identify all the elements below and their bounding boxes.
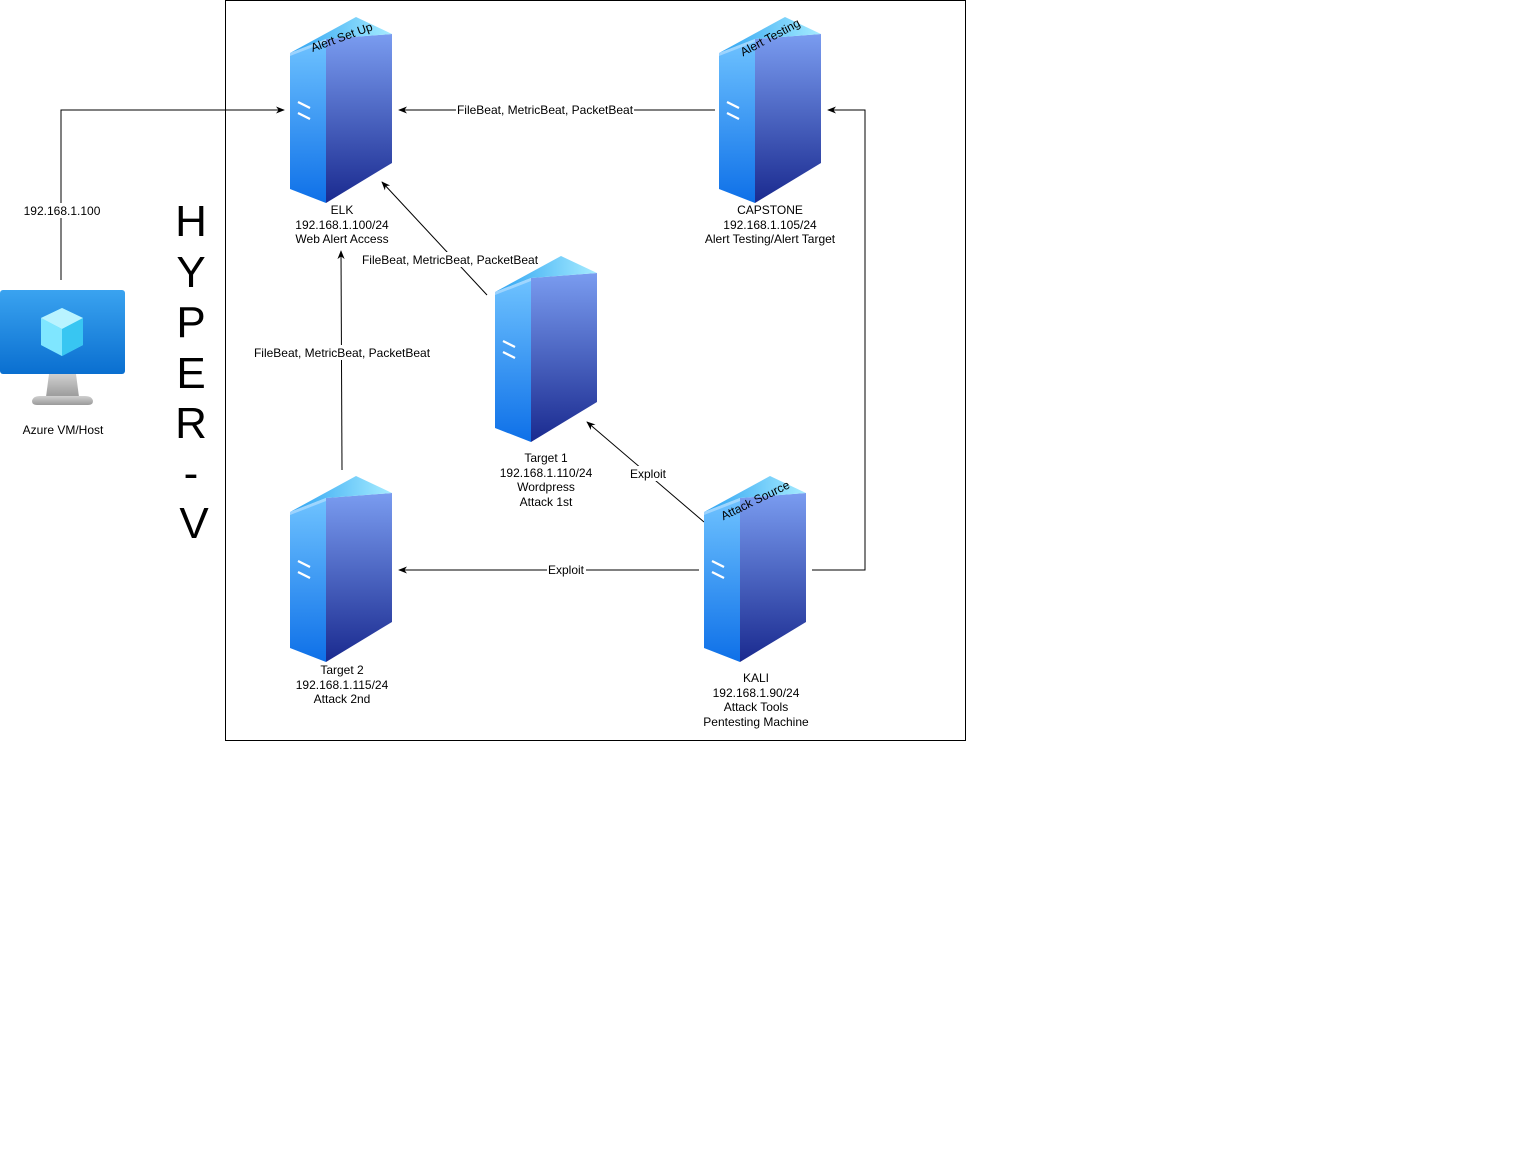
edge-label: FileBeat, MetricBeat, PacketBeat [254,346,431,360]
edge-target2-to-elk: FileBeat, MetricBeat, PacketBeat [253,250,431,471]
server-icon [493,254,599,444]
server-role: Web Alert Access [295,232,389,246]
server-name: Target 1 [524,451,568,465]
server-role: Attack Tools [723,700,789,714]
hyperv-letter: - [184,449,199,498]
server-caption-target1: Target 1 192.168.1.110/24 Wordpress Atta… [500,451,593,509]
edge-label: Exploit [548,563,585,577]
server-ip: 192.168.1.100/24 [295,217,389,232]
server-role: Attack 2nd [313,692,371,706]
server-ip: 192.168.1.110/24 [499,465,593,480]
server-caption-elk: ELK 192.168.1.100/24 Web Alert Access [295,203,388,247]
server-role: Attack 1st [519,494,573,509]
edge-label: Exploit [630,467,667,481]
edge-capstone-to-elk: FileBeat, MetricBeat, PacketBeat [398,102,715,117]
server-role: Alert Testing/Alert Target [704,232,836,246]
azure-vm-monitor-icon [0,290,125,405]
server-target2[interactable] [288,474,394,664]
server-ip: 192.168.1.90/24 [712,685,800,700]
hyperv-label: H Y P E R - V [175,197,209,548]
server-caption-kali: KALI 192.168.1.90/24 Attack Tools Pentes… [703,671,808,729]
server-role: Pentesting Machine [703,714,809,729]
hyperv-letter: V [179,499,209,548]
server-role: Wordpress [517,480,575,494]
hyperv-letter: H [175,197,207,246]
edge-kali-to-target1: Exploit [586,421,705,523]
server-name: KALI [742,671,769,685]
hyperv-boundary [225,0,966,741]
server-name: Target 2 [320,663,364,677]
host-label: Azure VM/Host [23,423,104,437]
edge-label: FileBeat, MetricBeat, PacketBeat [362,253,539,267]
hyperv-letter: P [176,298,205,347]
server-kali[interactable]: Attack Source [702,474,808,664]
edge-kali-to-target2: Exploit [398,562,699,577]
server-caption-target2: Target 2 192.168.1.115/24 Attack 2nd [296,663,389,707]
edge-target1-to-elk: FileBeat, MetricBeat, PacketBeat [361,181,539,296]
server-name: CAPSTONE [737,203,803,217]
hyperv-letter: R [175,399,207,448]
server-name: ELK [330,203,354,217]
hyperv-letter: E [176,349,205,398]
server-caption-capstone: CAPSTONE 192.168.1.105/24 Alert Testing/… [705,203,835,247]
edge-label: 192.168.1.100 [24,204,101,218]
edge-host-to-elk: 192.168.1.100 [20,106,285,280]
server-ip: 192.168.1.105/24 [723,217,817,232]
hyperv-letter: Y [176,248,205,297]
server-icon [288,474,394,664]
edge-label: FileBeat, MetricBeat, PacketBeat [457,103,634,117]
server-capstone[interactable]: Alert Testing [717,16,823,205]
server-target1[interactable] [493,254,599,444]
azure-vm-host[interactable]: Azure VM/Host [0,290,125,437]
edge-kali-to-capstone [812,106,866,571]
server-ip: 192.168.1.115/24 [295,677,389,692]
server-elk[interactable]: Alert Set Up [288,15,394,205]
